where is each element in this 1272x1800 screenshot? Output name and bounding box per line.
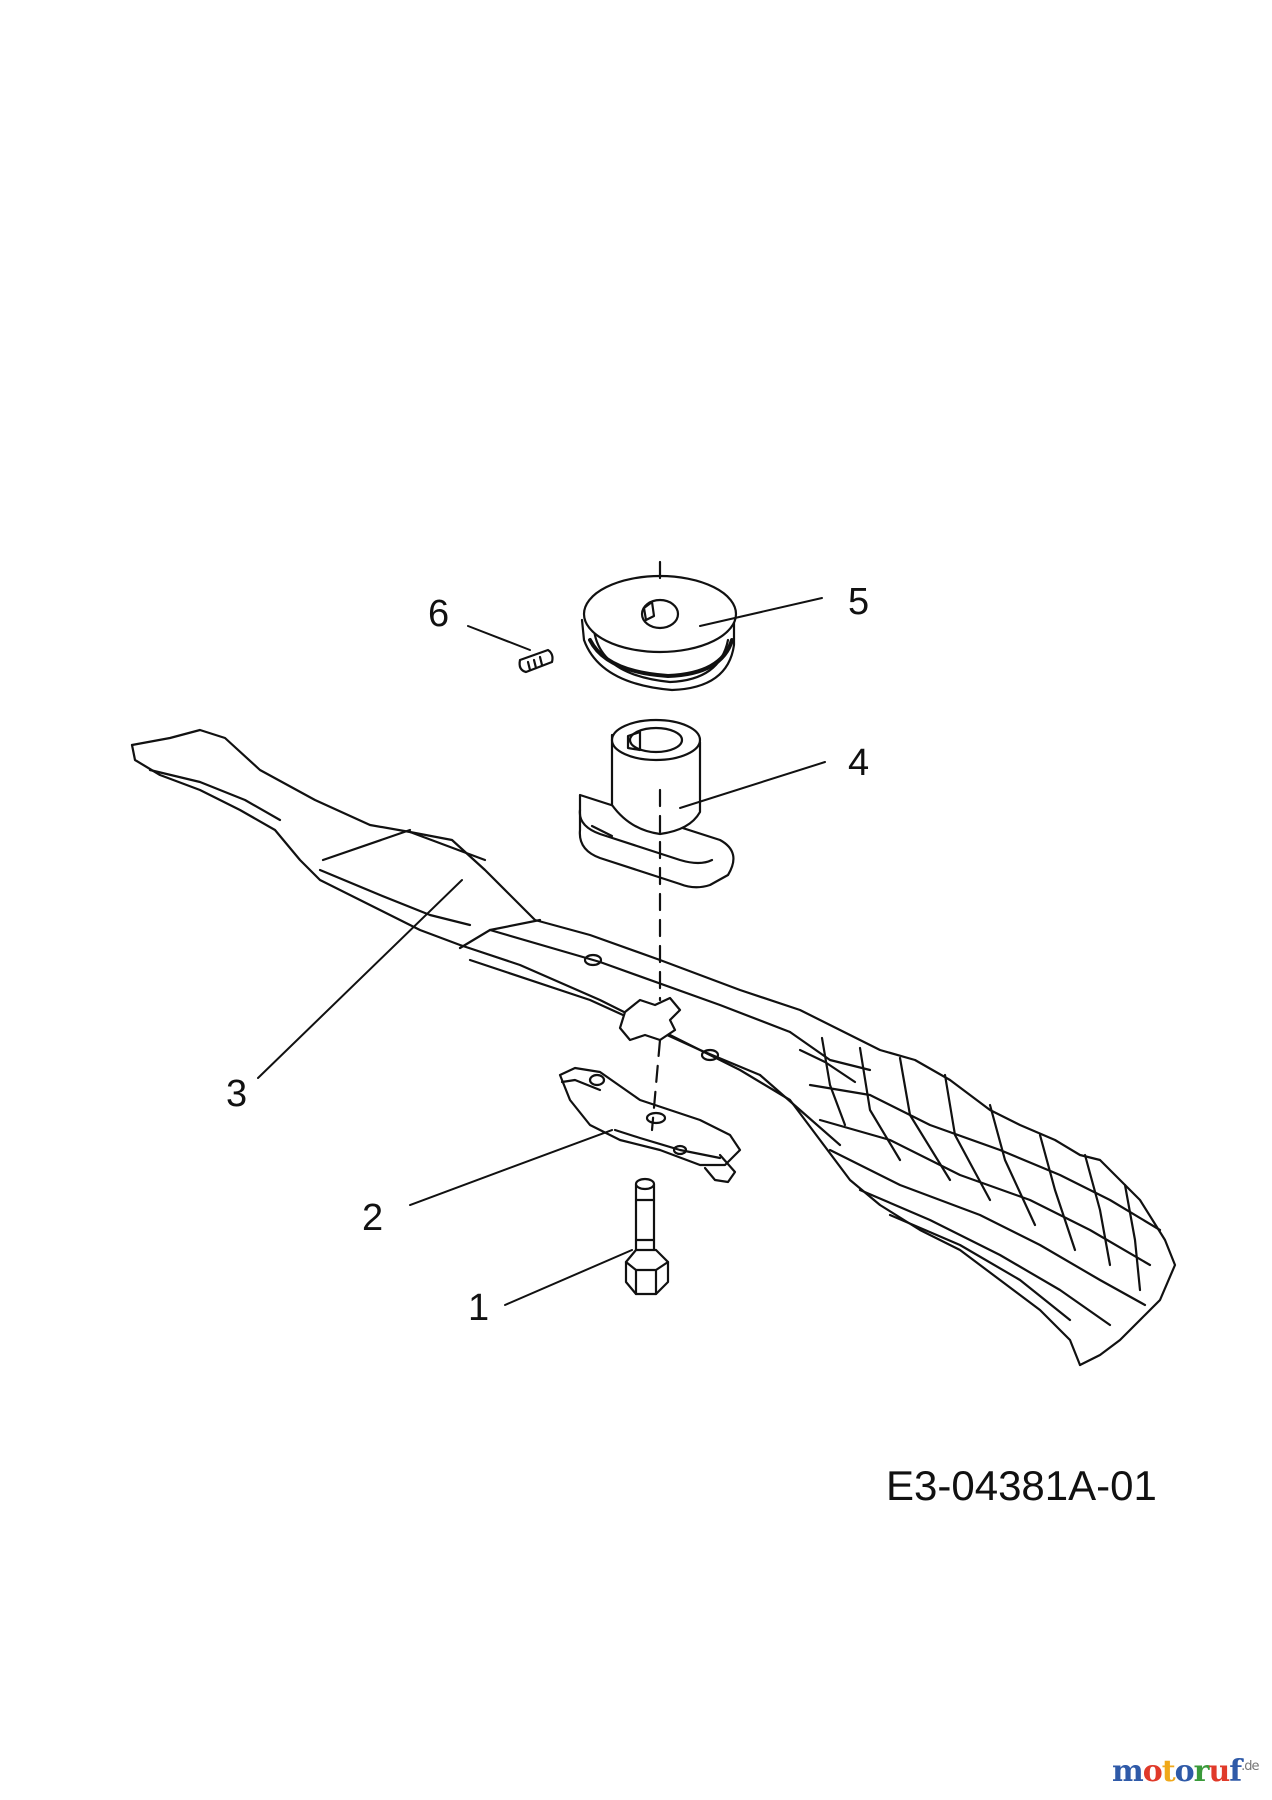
callout-6: 6 [428, 593, 449, 635]
watermark-letter: f [1229, 1754, 1242, 1789]
blade-adapter-plate [560, 1068, 740, 1182]
pulley [582, 576, 736, 690]
drawing-code: E3-04381A-01 [886, 1462, 1157, 1509]
watermark-suffix: .de [1241, 1759, 1259, 1774]
watermark-logo: motoruf.de [1112, 1754, 1260, 1789]
key-pin [520, 650, 553, 672]
watermark-letter: u [1208, 1754, 1230, 1789]
watermark-letters: motoruf [1112, 1754, 1242, 1789]
watermark-letter: m [1112, 1754, 1144, 1789]
hex-bolt [626, 1179, 668, 1294]
callout-4: 4 [848, 742, 869, 784]
callout-1: 1 [468, 1287, 489, 1329]
watermark-letter: o [1174, 1754, 1195, 1789]
assembly-axis [650, 560, 662, 1132]
callout-3: 3 [226, 1073, 247, 1115]
watermark-letter: t [1161, 1754, 1176, 1789]
watermark-letter: o [1142, 1754, 1163, 1789]
callout-5: 5 [848, 581, 869, 623]
leader-lines [257, 597, 826, 1306]
mower-blade [132, 730, 1175, 1365]
callout-2: 2 [362, 1197, 383, 1239]
watermark-letter: r [1193, 1754, 1210, 1789]
blade-hub [580, 720, 734, 887]
